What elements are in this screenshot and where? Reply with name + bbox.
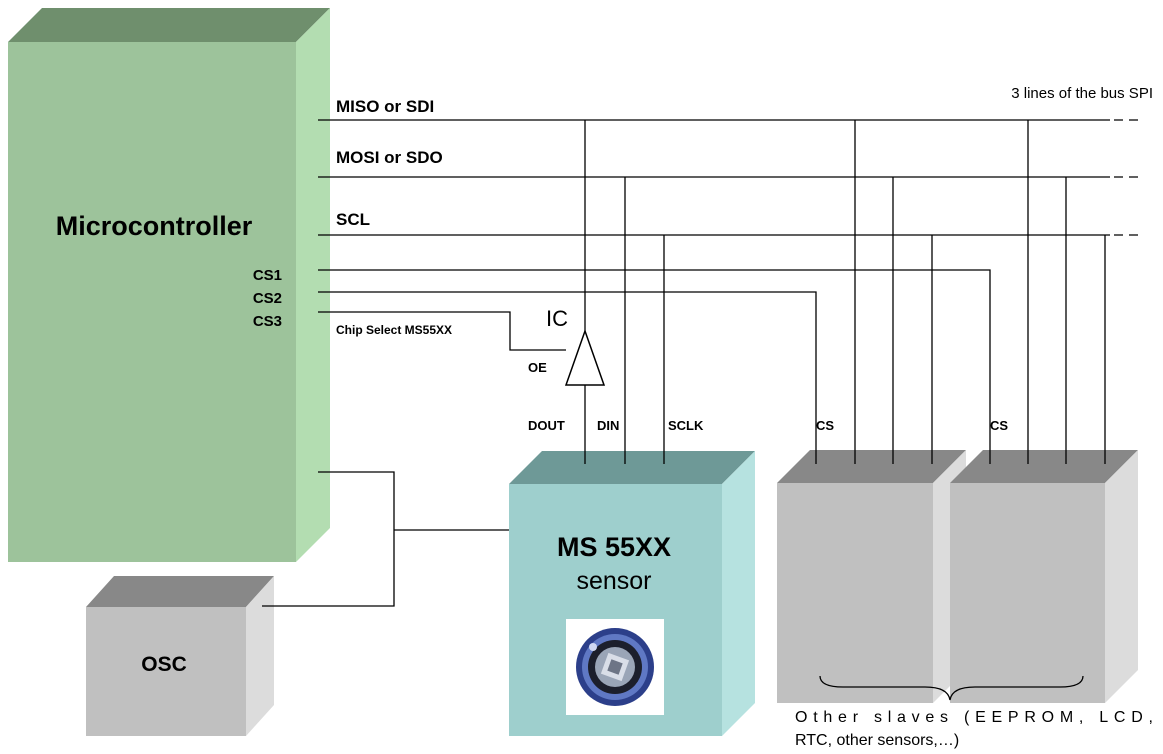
slave1-cs-label: CS xyxy=(816,418,834,433)
sensor-block: MS 55XX sensor xyxy=(509,451,755,736)
cs1-label: CS1 xyxy=(253,267,282,284)
pin-labels: DOUT DIN SCLK CS CS xyxy=(528,418,1008,433)
buffer-oe-label: OE xyxy=(528,360,547,375)
sensor-title: MS 55XX xyxy=(557,532,671,562)
sensor-side-face xyxy=(722,451,755,736)
other-slaves-line1: Other slaves (EEPROM, LCD, xyxy=(795,709,1153,726)
buffer-name: IC xyxy=(546,306,568,331)
osc-label: OSC xyxy=(141,653,187,676)
slave1-top-face xyxy=(777,450,966,483)
microcontroller-title: Microcontroller xyxy=(56,211,253,241)
slave2-top-face xyxy=(950,450,1138,483)
cs3-label: CS3 xyxy=(253,313,282,330)
sensor-photo xyxy=(566,619,664,715)
slave2-side-face xyxy=(1105,450,1138,703)
mcu-top-face xyxy=(8,8,330,42)
miso-label: MISO or SDI xyxy=(336,97,434,116)
other-slaves-line2: RTC, other sensors,…) xyxy=(795,732,959,749)
mosi-label: MOSI or SDO xyxy=(336,148,443,167)
cs1-wire xyxy=(318,270,990,464)
pin-sclk-label: SCLK xyxy=(668,418,704,433)
buffer-triangle xyxy=(566,331,604,385)
pin-dout-label: DOUT xyxy=(528,418,565,433)
slave2-front-face xyxy=(950,483,1105,703)
buffer-ic: IC OE xyxy=(528,306,604,385)
slave-block-1 xyxy=(777,450,966,703)
osc-block: OSC xyxy=(86,576,274,736)
sensor-top-face xyxy=(509,451,755,484)
slave2-cs-label: CS xyxy=(990,418,1008,433)
cs2-label: CS2 xyxy=(253,290,282,307)
slave-block-2 xyxy=(950,450,1138,703)
slave1-front-face xyxy=(777,483,933,703)
scl-label: SCL xyxy=(336,210,370,229)
chip-select-label: Chip Select MS55XX xyxy=(336,323,452,337)
sensor-subtitle: sensor xyxy=(576,567,651,595)
chip-select-wiring: Chip Select MS55XX xyxy=(318,270,990,464)
pin-din-label: DIN xyxy=(597,418,619,433)
bus-note: 3 lines of the bus SPI xyxy=(1011,85,1153,102)
microcontroller-block: Microcontroller CS1 CS2 CS3 xyxy=(8,8,330,562)
mcu-side-face xyxy=(296,8,330,562)
osc-top-face xyxy=(86,576,274,607)
